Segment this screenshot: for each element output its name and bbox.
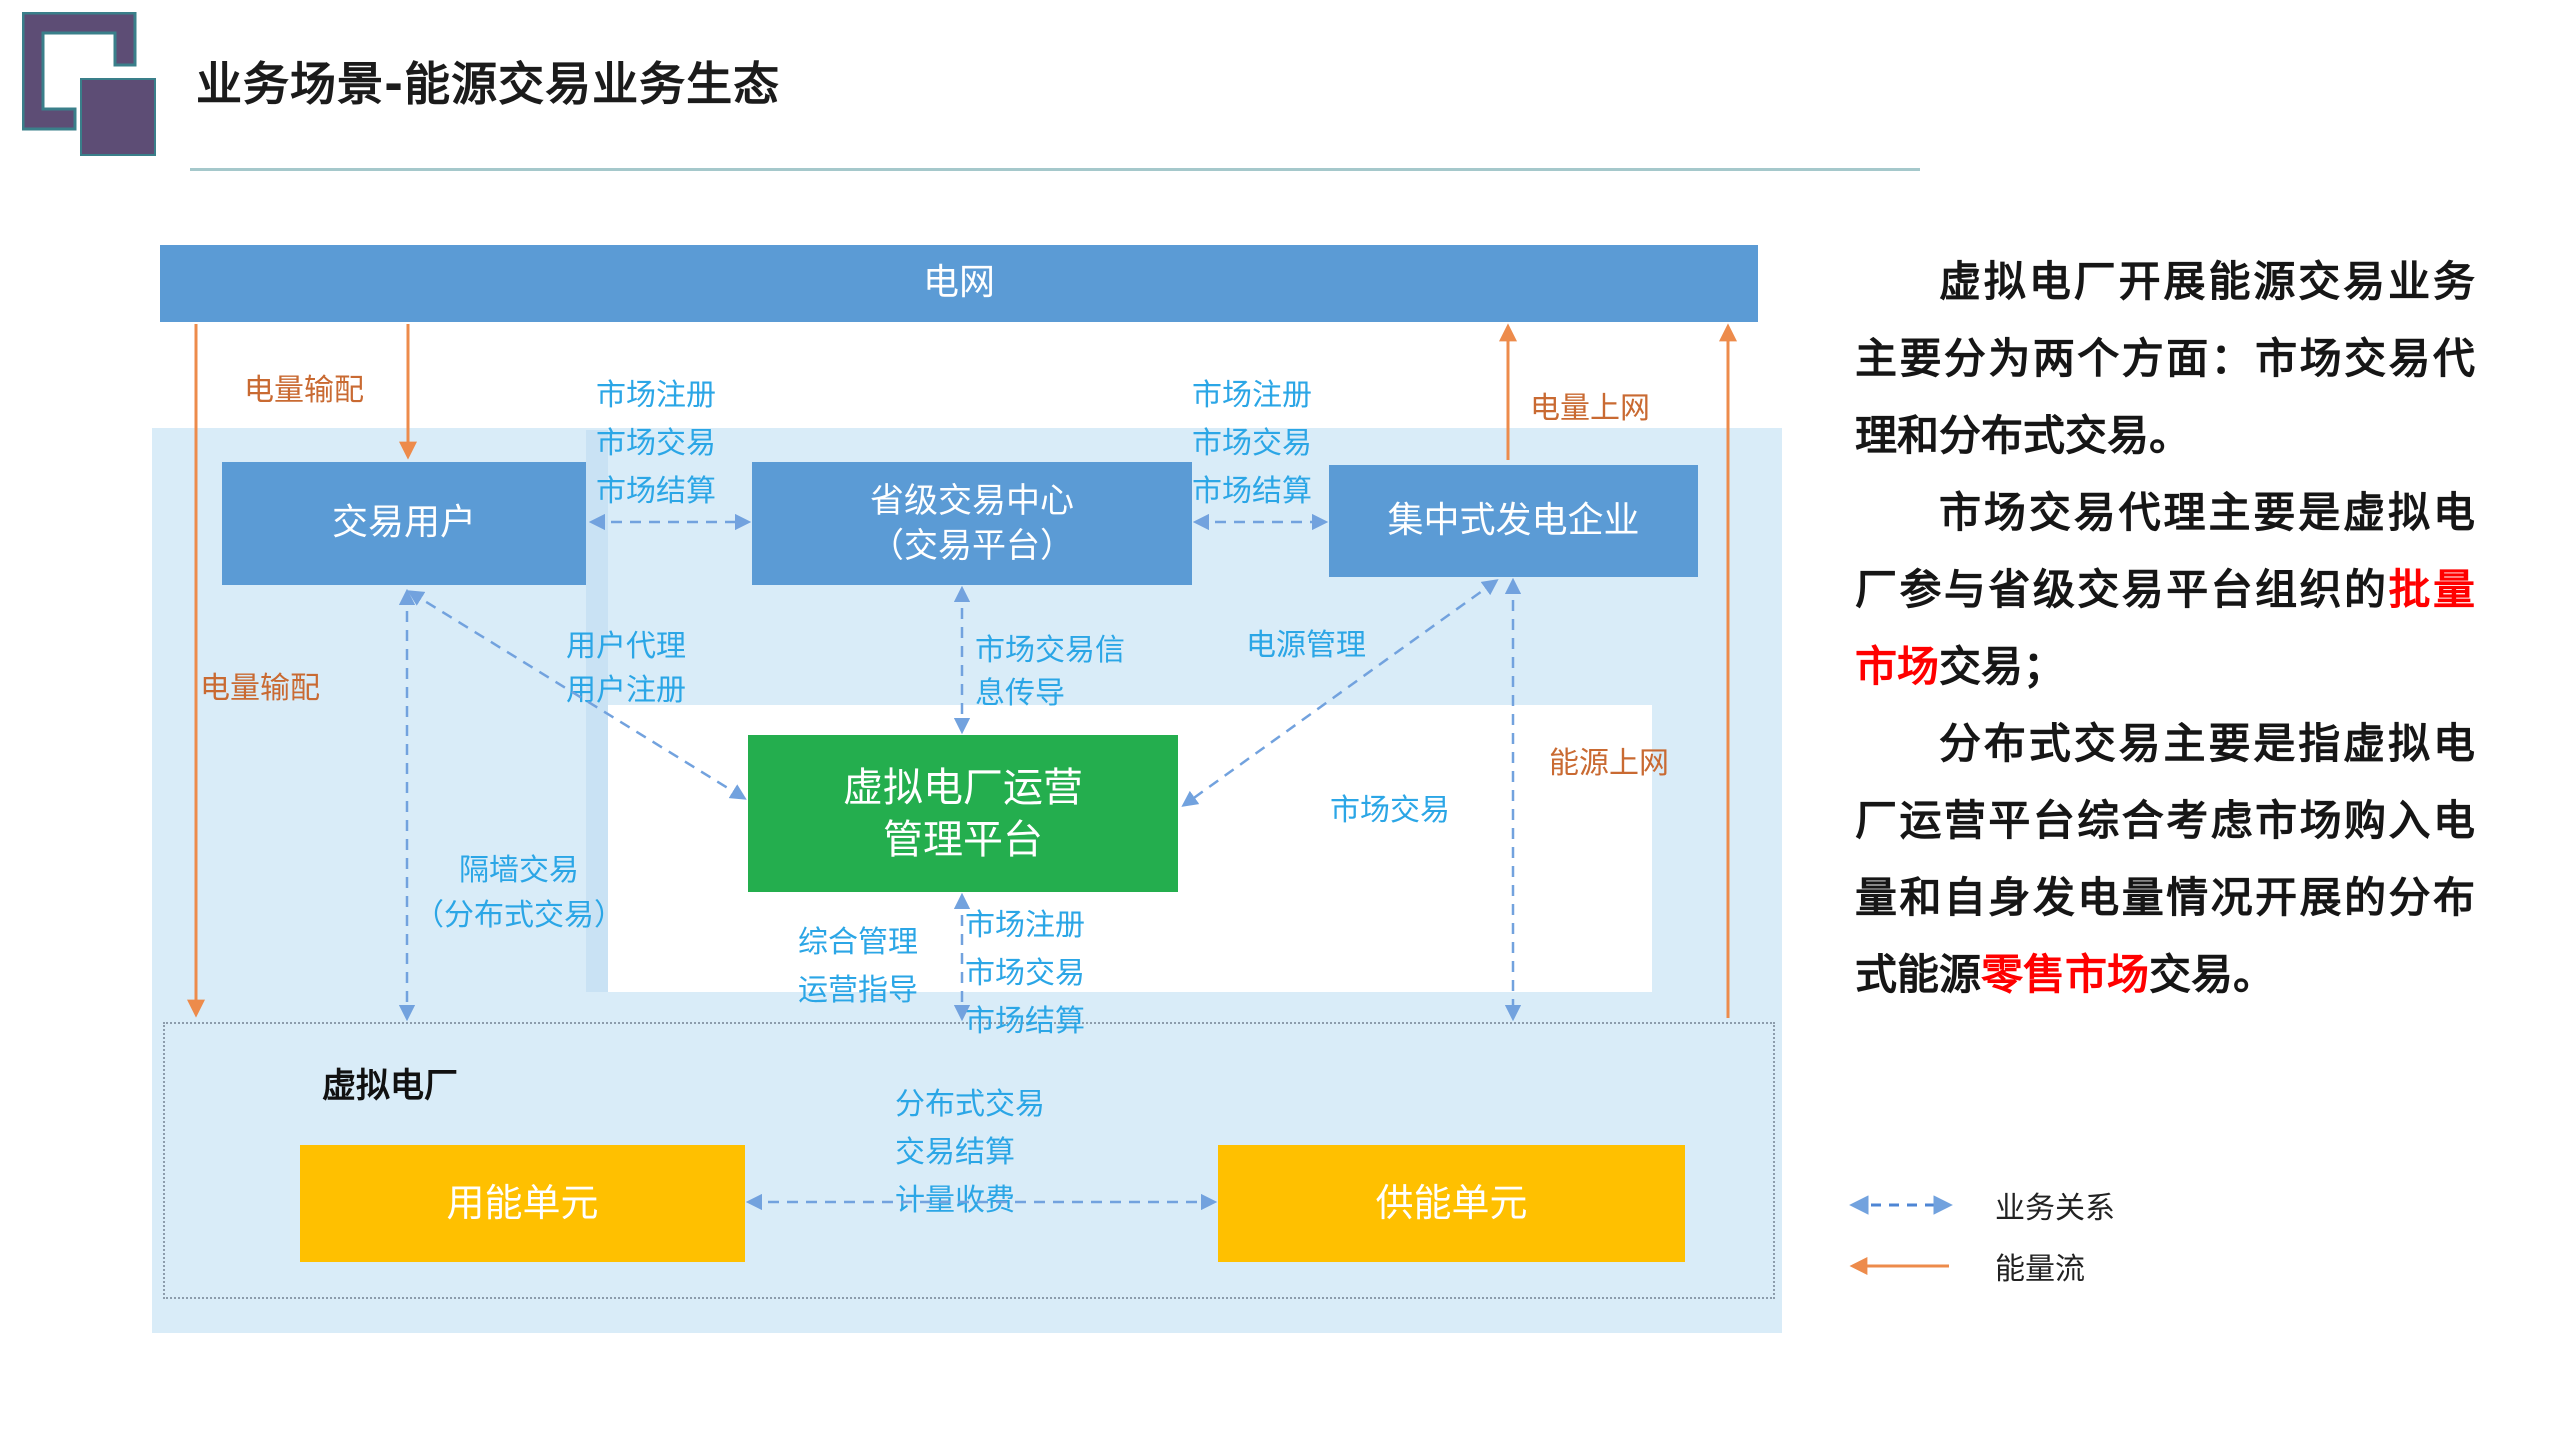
- label-market-info: 市场交易信息传导: [975, 629, 1125, 715]
- body-text: 市场交易代理主要是虚拟电厂参与省级交易平台组织的: [1855, 488, 2475, 614]
- legend-business-relation-label: 业务关系: [1995, 1191, 2115, 1226]
- logo: [22, 12, 172, 162]
- title-underline: [190, 168, 1920, 171]
- node-centralized-generation: 集中式发电企业: [1329, 465, 1698, 577]
- label-market-info-line-2: 息传导: [975, 676, 1065, 711]
- legend-energy-flow: 能量流: [1845, 1244, 2085, 1288]
- node-trading-users: 交易用户: [222, 462, 586, 585]
- page-title: 业务场景-能源交易业务生态: [196, 57, 781, 111]
- vpp-dashed-box: 虚拟电厂: [163, 1022, 1775, 1299]
- node-provincial-trading-center: 省级交易中心 （交易平台）: [752, 462, 1192, 585]
- label-power-distribution-left: 电量输配: [200, 666, 320, 712]
- grid-bar: 电网: [160, 245, 1758, 322]
- solid-arrow-icon: [1849, 1257, 1949, 1275]
- label-wall-trade-line-1: 隔墙交易: [459, 853, 579, 888]
- highlighted-text: 批量市场: [1855, 565, 2475, 691]
- node-energy-consumption-unit: 用能单元: [300, 1145, 745, 1262]
- label-market-reg-right-line-2: 市场交易: [1192, 426, 1312, 461]
- label-power-source-mgmt-line-1: 电源管理: [1246, 628, 1366, 663]
- node-vpp-platform: 虚拟电厂运营 管理平台: [748, 735, 1178, 892]
- label-comprehensive-mgmt: 综合管理运营指导: [798, 919, 918, 1015]
- label-market-reg-left-line-2: 市场交易: [596, 426, 716, 461]
- body-text: 交易。: [2149, 950, 2276, 999]
- label-comprehensive-mgmt-line-1: 综合管理: [798, 925, 918, 960]
- label-user-agency-line-1: 用户代理: [566, 629, 686, 664]
- label-wall-trade: 隔墙交易 （分布式交易）: [414, 848, 624, 938]
- body-text: 交易；: [1939, 642, 2066, 691]
- label-user-agency-line-2: 用户注册: [566, 673, 686, 708]
- label-distributed-trade-line-2: 交易结算: [895, 1135, 1015, 1170]
- highlighted-text: 零售市场: [1981, 950, 2150, 999]
- label-energy-to-grid-line-1: 能源上网: [1549, 746, 1669, 781]
- label-user-agency: 用户代理用户注册: [566, 625, 686, 713]
- label-market-trade-right: 市场交易: [1330, 789, 1450, 833]
- dashed-arrow-icon: [1849, 1195, 1953, 1215]
- side-paragraph-1: 虚拟电厂开展能源交易业务主要分为两个方面：市场交易代理和分布式交易。: [1855, 243, 2475, 474]
- label-power-to-grid: 电量上网: [1530, 386, 1650, 432]
- label-power-to-grid-line-1: 电量上网: [1530, 391, 1650, 426]
- bg-column-right: [1652, 705, 1782, 992]
- label-distributed-trade: 分布式交易交易结算计量收费: [895, 1081, 1045, 1225]
- legend-energy-flow-label: 能量流: [1995, 1252, 2085, 1287]
- label-wall-trade-line-2: （分布式交易）: [414, 898, 624, 933]
- label-market-reg-below-green-line-1: 市场注册: [965, 908, 1085, 943]
- label-energy-to-grid: 能源上网: [1549, 741, 1669, 787]
- body-text: 虚拟电厂开展能源交易业务主要分为两个方面：市场交易代理和分布式交易。: [1855, 257, 2475, 460]
- label-distributed-trade-line-1: 分布式交易: [895, 1087, 1045, 1122]
- side-paragraph-2: 市场交易代理主要是虚拟电厂参与省级交易平台组织的批量市场交易；: [1855, 474, 2475, 705]
- side-paragraphs: 虚拟电厂开展能源交易业务主要分为两个方面：市场交易代理和分布式交易。市场交易代理…: [1855, 243, 2475, 1013]
- label-power-distribution-top: 电量输配: [244, 368, 364, 414]
- label-power-distribution-left-line-1: 电量输配: [200, 671, 320, 706]
- label-market-reg-left-line-1: 市场注册: [596, 378, 716, 413]
- logo-square-icon: [80, 78, 156, 156]
- vpp-box-label: 虚拟电厂: [322, 1066, 458, 1106]
- label-market-reg-below-green-line-3: 市场结算: [965, 1004, 1085, 1039]
- legend-business-relation: 业务关系: [1845, 1183, 2115, 1227]
- label-market-info-line-1: 市场交易信: [975, 633, 1125, 668]
- label-market-reg-below-green: 市场注册市场交易市场结算: [965, 902, 1085, 1046]
- side-paragraph-3: 分布式交易主要是指虚拟电厂运营平台综合考虑市场购入电量和自身发电量情况开展的分布…: [1855, 705, 2475, 1013]
- label-market-reg-right-line-1: 市场注册: [1192, 378, 1312, 413]
- label-distributed-trade-line-3: 计量收费: [895, 1183, 1015, 1218]
- label-comprehensive-mgmt-line-2: 运营指导: [798, 973, 918, 1008]
- body-text: 分布式交易主要是指虚拟电厂运营平台综合考虑市场购入电量和自身发电量情况开展的分布…: [1855, 719, 2475, 999]
- logo-bracket-icon: [22, 12, 137, 131]
- node-energy-supply-unit: 供能单元: [1218, 1145, 1685, 1262]
- label-market-reg-left: 市场注册市场交易市场结算: [596, 372, 716, 516]
- label-market-reg-right: 市场注册市场交易市场结算: [1192, 372, 1312, 516]
- label-market-reg-below-green-line-2: 市场交易: [965, 956, 1085, 991]
- label-market-trade-right-line-1: 市场交易: [1330, 793, 1450, 828]
- label-market-reg-left-line-3: 市场结算: [596, 474, 716, 509]
- label-market-reg-right-line-3: 市场结算: [1192, 474, 1312, 509]
- label-power-distribution-top-line-1: 电量输配: [244, 373, 364, 408]
- label-power-source-mgmt: 电源管理: [1246, 624, 1366, 668]
